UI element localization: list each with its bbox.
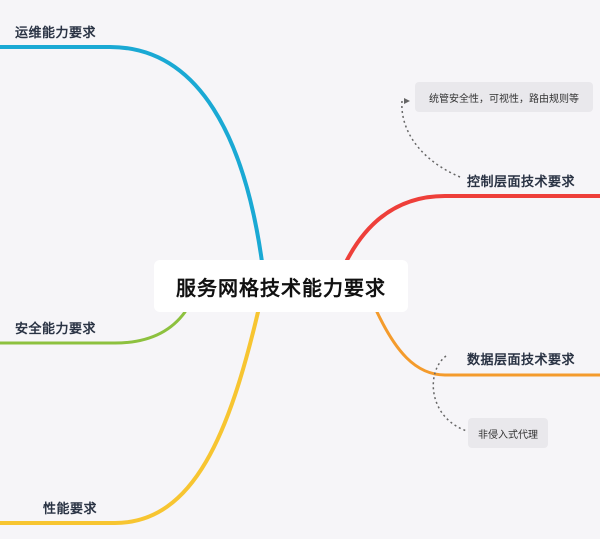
- topic-control-plane[interactable]: 控制层面技术要求: [467, 175, 576, 190]
- data-plane-branch-line: [375, 310, 600, 377]
- performance-branch-line: [0, 310, 260, 525]
- topic-performance[interactable]: 性能要求: [43, 502, 98, 517]
- data-plane-note-connector: [432, 355, 471, 433]
- central-topic[interactable]: 服务网格技术能力要求: [154, 260, 408, 312]
- branch-connectors: [0, 45, 600, 525]
- topic-ops[interactable]: 运维能力要求: [15, 26, 97, 41]
- arrow-icon: [404, 98, 410, 104]
- control-plane-note-connector: [401, 100, 461, 178]
- topic-data-plane[interactable]: 数据层面技术要求: [467, 353, 576, 368]
- mind-map-canvas: 服务网格技术能力要求 运维能力要求 安全能力要求 性能要求 控制层面技术要求 数…: [0, 26, 600, 525]
- control-plane-branch-line: [344, 194, 600, 264]
- topic-security[interactable]: 安全能力要求: [15, 322, 97, 337]
- control-plane-note[interactable]: 统管安全性，可视性，路由规则等: [415, 82, 593, 112]
- ops-branch-line: [0, 45, 264, 264]
- data-plane-note[interactable]: 非侵入式代理: [468, 418, 548, 448]
- security-branch-line: [0, 310, 187, 345]
